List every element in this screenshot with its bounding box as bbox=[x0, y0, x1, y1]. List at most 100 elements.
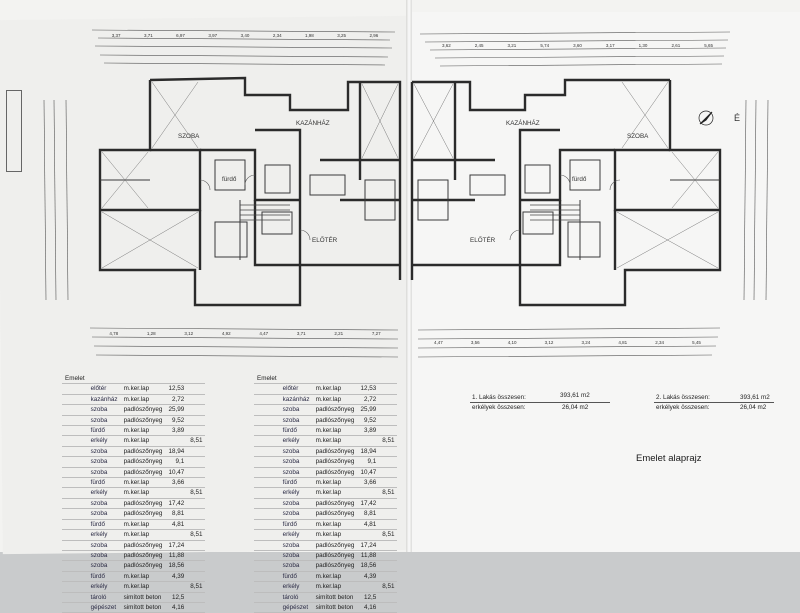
floor-finish: m.ker.lap bbox=[120, 477, 166, 489]
area-value: 10,47 bbox=[165, 467, 188, 479]
balcony-area bbox=[379, 602, 398, 613]
walls-right-unit bbox=[410, 78, 722, 307]
balcony-area: 8,51 bbox=[187, 435, 206, 447]
area-value: 9,52 bbox=[165, 415, 188, 427]
floor-finish: padlószőnyeg bbox=[120, 560, 166, 572]
balcony-area bbox=[187, 394, 206, 406]
room-name: szoba bbox=[279, 560, 313, 572]
dimension-label: 2,96 bbox=[370, 33, 379, 38]
balcony-area: 8,51 bbox=[187, 581, 206, 593]
room-name: tároló bbox=[279, 592, 313, 603]
balcony-area: 8,51 bbox=[379, 581, 398, 593]
dimension-label: 5,45 bbox=[692, 340, 701, 345]
unit1-balcony-label: erkélyek összesen: bbox=[472, 404, 526, 411]
dimension-label: 3,21 bbox=[508, 43, 517, 48]
floor-finish: m.ker.lap bbox=[312, 477, 358, 489]
area-value: 9,1 bbox=[357, 456, 380, 468]
staircase bbox=[240, 204, 580, 221]
room-label-room: SZOBA bbox=[178, 133, 200, 140]
room-name: tároló bbox=[87, 592, 121, 603]
dimension-label: 2,34 bbox=[655, 340, 664, 345]
floor-finish: m.ker.lap bbox=[120, 571, 166, 583]
floor-finish: padlószőnyeg bbox=[312, 415, 358, 427]
area-value bbox=[357, 581, 380, 593]
area-value: 12,53 bbox=[357, 383, 380, 395]
dimension-label: 3,17 bbox=[606, 43, 615, 48]
room-name: fürdő bbox=[87, 571, 121, 583]
dimension-label: 4,10 bbox=[508, 340, 517, 345]
dimension-label: 2,61 bbox=[671, 43, 680, 48]
room-name: fürdő bbox=[279, 425, 313, 437]
room-name: szoba bbox=[279, 508, 313, 520]
room-name: szoba bbox=[279, 456, 313, 468]
floor-finish: padlószőnyeg bbox=[312, 498, 358, 510]
floor-finish: simított beton bbox=[120, 592, 166, 603]
area-value: 25,99 bbox=[165, 404, 188, 416]
floor-finish: simított beton bbox=[312, 592, 358, 603]
floor-finish: simított beton bbox=[120, 602, 166, 613]
dimension-label: 3,40 bbox=[241, 33, 250, 38]
room-name: fürdő bbox=[87, 477, 121, 489]
schedule-header-row: Emelet bbox=[62, 374, 206, 385]
north-arrow-icon bbox=[698, 110, 714, 126]
room-name: erkély bbox=[279, 487, 313, 499]
room-name: szoba bbox=[87, 508, 121, 520]
floor-finish: simított beton bbox=[312, 602, 358, 613]
unit1-total-label: 1. Lakás összesen: bbox=[472, 394, 526, 401]
area-value: 25,99 bbox=[357, 404, 380, 416]
area-value: 2,72 bbox=[357, 394, 380, 406]
schedule-title: Emelet bbox=[62, 374, 88, 385]
dimension-label: 2,45 bbox=[475, 43, 484, 48]
floor-finish: m.ker.lap bbox=[120, 435, 166, 447]
area-value bbox=[357, 435, 380, 447]
unit1-total-value: 393,61 m2 bbox=[560, 392, 590, 399]
balcony-area bbox=[379, 394, 398, 406]
dimension-label: 3,71 bbox=[144, 33, 153, 38]
balcony-area bbox=[187, 467, 206, 479]
room-name: gépészet bbox=[279, 602, 313, 613]
area-value: 4,81 bbox=[165, 519, 188, 531]
room-name: gépészet bbox=[87, 602, 121, 613]
dimension-label: 5,74 bbox=[540, 43, 549, 48]
balcony-area bbox=[379, 446, 398, 458]
dimension-label: 4,81 bbox=[618, 340, 627, 345]
room-label-bath: fürdő bbox=[222, 176, 237, 183]
floor-finish: m.ker.lap bbox=[312, 383, 358, 395]
dimension-label: 3,24 bbox=[582, 340, 591, 345]
room-name: erkély bbox=[87, 487, 121, 499]
schedule-header-row: Emelet bbox=[254, 374, 398, 385]
balcony-area bbox=[187, 415, 206, 427]
room-name: szoba bbox=[87, 540, 121, 551]
area-value: 9,1 bbox=[165, 456, 188, 468]
dimension-lines-bottom bbox=[89, 327, 721, 358]
terrace-hatch bbox=[101, 81, 719, 269]
balcony-area bbox=[379, 508, 398, 520]
area-value: 4,16 bbox=[357, 602, 380, 613]
dimension-label: 1,30 bbox=[639, 43, 648, 48]
dimension-label: 2,21 bbox=[334, 331, 343, 336]
dimension-label: 4,92 bbox=[222, 331, 231, 336]
floor-plan: 3,373,716,973,973,402,341,983,252,963,62… bbox=[43, 29, 769, 358]
dimension-label: 3,97 bbox=[208, 33, 217, 38]
floor-finish: padlószőnyeg bbox=[120, 498, 166, 510]
floor-finish: m.ker.lap bbox=[312, 394, 358, 406]
right-page bbox=[408, 12, 800, 552]
area-value: 2,72 bbox=[165, 394, 188, 406]
balcony-area bbox=[379, 571, 398, 583]
room-name: fürdő bbox=[279, 477, 313, 489]
room-name: fürdő bbox=[87, 519, 121, 531]
